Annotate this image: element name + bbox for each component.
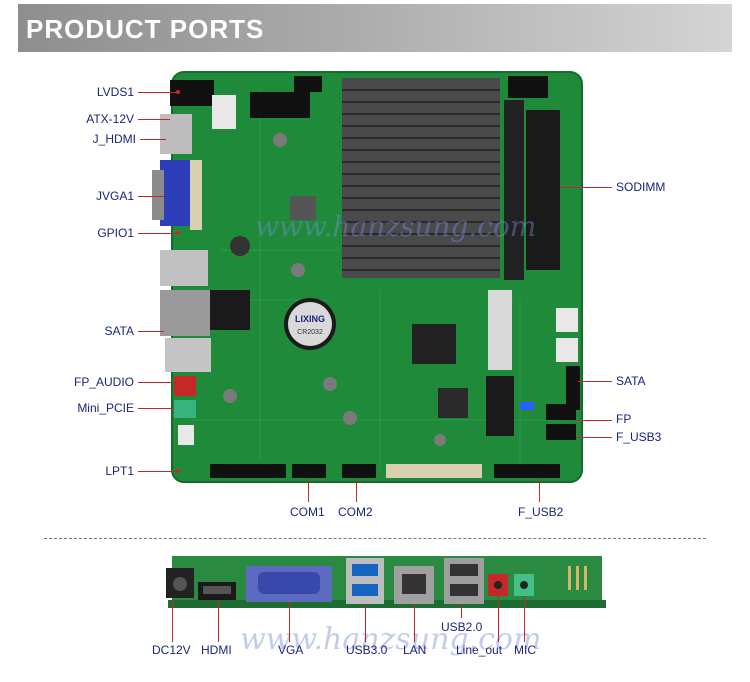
leader-lan [414,604,415,642]
leader-usb30 [365,604,366,642]
leader-fp [576,420,612,421]
label-lvds1: LVDS1 [96,85,134,99]
watermark-bottom: www.hanzsung.com [240,622,542,657]
leader-dc12v [172,600,173,642]
label-gpio1: GPIO1 [97,226,134,240]
rtc-battery-text: LIXING [295,314,325,324]
watermark-top: www.hanzsung.com [255,210,537,243]
leader-f-usb2 [539,478,540,502]
label-j-hdmi: J_HDMI [92,132,136,146]
leader-f-usb3 [576,437,612,438]
label-jvga1: JVGA1 [95,189,134,203]
label-hdmi: HDMI [201,643,232,657]
leader-sata-right [578,381,612,382]
leader-mic [524,596,525,642]
label-atx12v: ATX-12V [86,112,134,126]
leader-dot [176,90,180,94]
leader-hdmi [218,600,219,642]
leader-vga [289,602,290,642]
label-f-usb2: F_USB2 [518,505,564,519]
label-mini-pcie: Mini_PCIE [77,401,134,415]
rtc-model-text: CR2032 [297,329,323,336]
label-com1: COM1 [290,505,325,519]
leader-j-hdmi [140,139,166,140]
leader-lvds1 [138,92,178,93]
leader-gpio1 [138,233,178,234]
label-lpt1: LPT1 [105,464,134,478]
label-dc12v: DC12V [152,643,191,657]
leader-usb20 [461,604,462,618]
label-lan: LAN [403,643,427,657]
leader-atx12v [138,119,170,120]
label-usb30: USB3.0 [346,643,388,657]
leader-sodimm [560,187,612,188]
label-mic: MIC [514,643,536,657]
label-line-out: Line_out [456,643,503,657]
leader-com2 [356,478,357,502]
label-f-usb3: F_USB3 [616,430,662,444]
leader-line-out [498,596,499,642]
separator [44,538,706,539]
header-banner: PRODUCT PORTS [18,4,732,52]
label-usb20: USB2.0 [441,620,483,634]
label-sodimm: SODIMM [616,180,666,194]
leader-mini-pcie [138,408,174,409]
label-fp: FP [616,412,632,426]
label-sata-right: SATA [616,374,646,388]
leader-jvga1 [138,196,164,197]
label-vga: VGA [278,643,304,657]
leader-sata-left [138,331,164,332]
leader-lpt1 [138,471,178,472]
label-fp-audio: FP_AUDIO [73,375,134,389]
leader-fp-audio [138,382,174,383]
page-title: PRODUCT PORTS [26,14,265,44]
leader-dot [176,469,180,473]
label-com2: COM2 [338,505,373,519]
leader-com1 [308,478,309,502]
label-sata-left: SATA [104,324,134,338]
leader-dot [176,231,180,235]
